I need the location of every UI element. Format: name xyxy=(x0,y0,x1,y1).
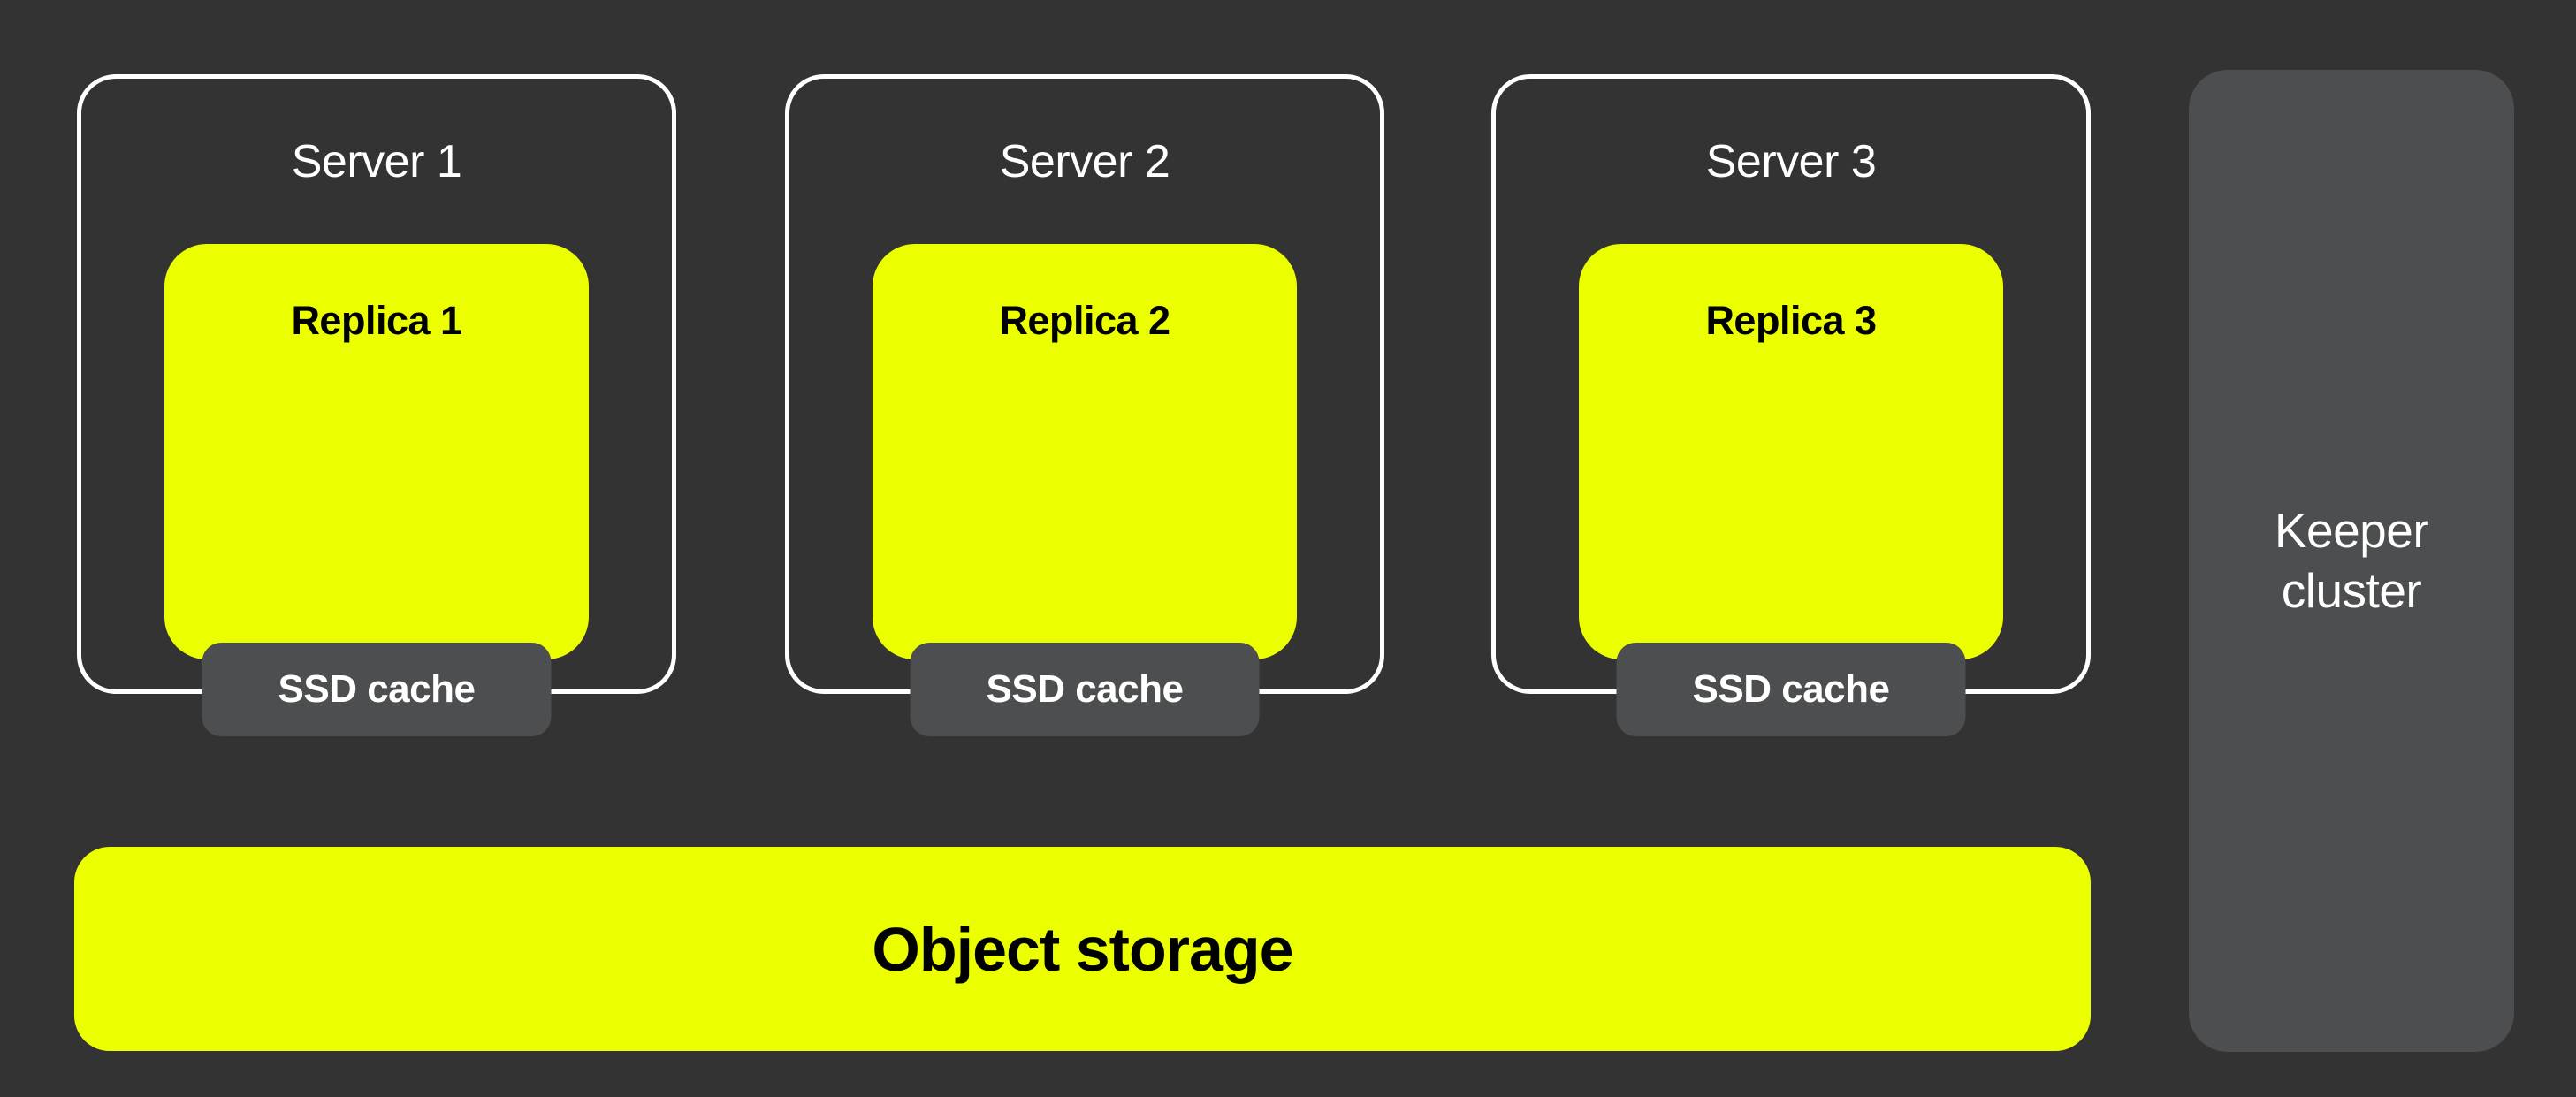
replica-1-label: Replica 1 xyxy=(291,298,462,343)
object-storage-bar: Object storage xyxy=(74,847,2091,1051)
replica-3-box: Replica 3 xyxy=(1579,244,2003,659)
keeper-cluster-panel: Keeper cluster xyxy=(2189,70,2514,1052)
replica-2-box: Replica 2 xyxy=(873,244,1297,659)
ssd-cache-badge: SSD cache xyxy=(202,643,552,736)
replica-1-box: Replica 1 xyxy=(164,244,589,659)
object-storage-label: Object storage xyxy=(872,914,1293,984)
ssd-cache-badge: SSD cache xyxy=(910,643,1260,736)
ssd-cache-badge: SSD cache xyxy=(1616,643,1966,736)
server-1-title: Server 1 xyxy=(291,136,462,187)
server-2-box: Server 2 Replica 2 SSD cache xyxy=(785,74,1384,736)
ssd-cache-label: SSD cache xyxy=(278,667,476,711)
ssd-cache-label: SSD cache xyxy=(986,667,1184,711)
server-1-box: Server 1 Replica 1 SSD cache xyxy=(77,74,676,736)
replica-2-label: Replica 2 xyxy=(999,298,1170,343)
ssd-cache-label: SSD cache xyxy=(1692,667,1890,711)
server-3-title: Server 3 xyxy=(1705,136,1877,187)
replica-3-label: Replica 3 xyxy=(1705,298,1877,343)
keeper-cluster-label: Keeper cluster xyxy=(2274,503,2429,618)
server-3-box: Server 3 Replica 3 SSD cache xyxy=(1491,74,2091,736)
server-2-title: Server 2 xyxy=(999,136,1170,187)
